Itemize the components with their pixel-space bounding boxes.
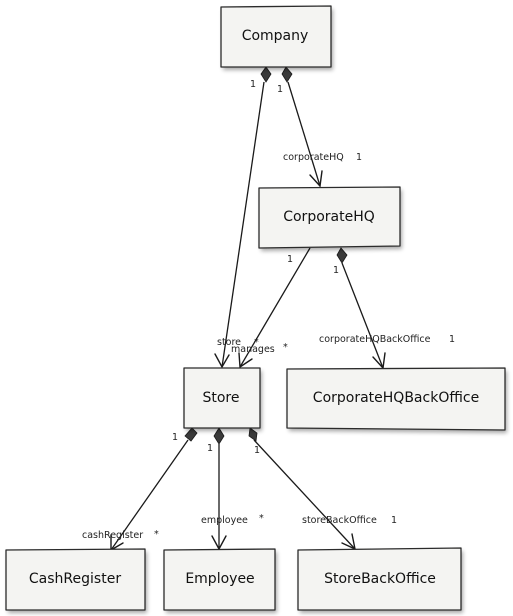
class-company[interactable]: Company [220,5,332,68]
class-cashregister[interactable]: CashRegister [5,548,146,611]
role-manages: manages [231,344,275,355]
class-name: CorporateHQ [283,209,375,225]
mult-store-cashregister-target: * [154,529,159,540]
role-corporatehqbackoffice: corporateHQBackOffice [319,334,431,345]
mult-corporatehq-store-source: 1 [287,254,293,265]
class-employee[interactable]: Employee [163,548,276,611]
mult-company-store-target: * [254,337,259,348]
role-corporatehq: corporateHQ [283,152,344,163]
composition-diamond-icon [213,427,225,445]
mult-store-employee-target: * [259,513,264,524]
mult-store-storebackoffice-target: 1 [391,515,397,526]
mult-store-cashregister-source: 1 [172,432,178,443]
edge-company-corporatehq: 1 corporateHQ 1 [277,66,362,188]
mult-company-corporatehq-target: 1 [356,152,362,163]
edge-store-storebackoffice: 1 storeBackOffice 1 [248,427,397,551]
edge-store-cashregister: 1 cashRegister * [82,427,198,552]
role-storebackoffice: storeBackOffice [302,515,377,526]
class-storebackoffice[interactable]: StoreBackOffice [297,547,462,611]
mult-company-store-source: 1 [250,79,256,90]
class-name: CashRegister [29,571,121,587]
class-corporatehqbackoffice[interactable]: CorporateHQBackOffice [286,367,506,431]
mult-company-corporatehq-source: 1 [277,84,283,95]
composition-diamond-icon [281,66,293,83]
mult-corporatehq-backoffice-source: 1 [333,265,339,276]
mult-corporatehq-backoffice-target: 1 [449,334,455,345]
class-name: Employee [185,571,254,587]
mult-corporatehq-store-target: * [283,342,288,353]
mult-store-employee-source: 1 [207,443,213,454]
composition-diamond-icon [184,427,198,442]
arrowhead-icon [238,352,253,369]
arrowhead-icon [214,353,230,369]
arrowhead-icon [309,170,323,188]
edge-corporatehq-backoffice: 1 corporateHQBackOffice 1 [319,247,455,370]
class-corporatehq[interactable]: CorporateHQ [258,186,401,249]
composition-diamond-icon [260,66,272,83]
edge-store-employee: 1 employee * [201,427,264,551]
composition-diamond-icon [336,247,348,264]
class-name: Store [202,390,239,406]
edge-company-store: 1 store * [214,66,272,369]
class-name: StoreBackOffice [324,571,436,587]
mult-store-storebackoffice-source: 1 [254,445,260,456]
class-name: Company [242,28,309,44]
role-cashregister: cashRegister [82,530,143,541]
role-store: store [217,337,241,348]
class-name: CorporateHQBackOffice [313,390,479,406]
class-store[interactable]: Store [183,367,261,429]
edge-corporatehq-store: 1 manages * [231,247,311,369]
role-employee: employee [201,515,248,526]
composition-diamond-icon [248,427,258,442]
arrowhead-icon [372,352,386,370]
